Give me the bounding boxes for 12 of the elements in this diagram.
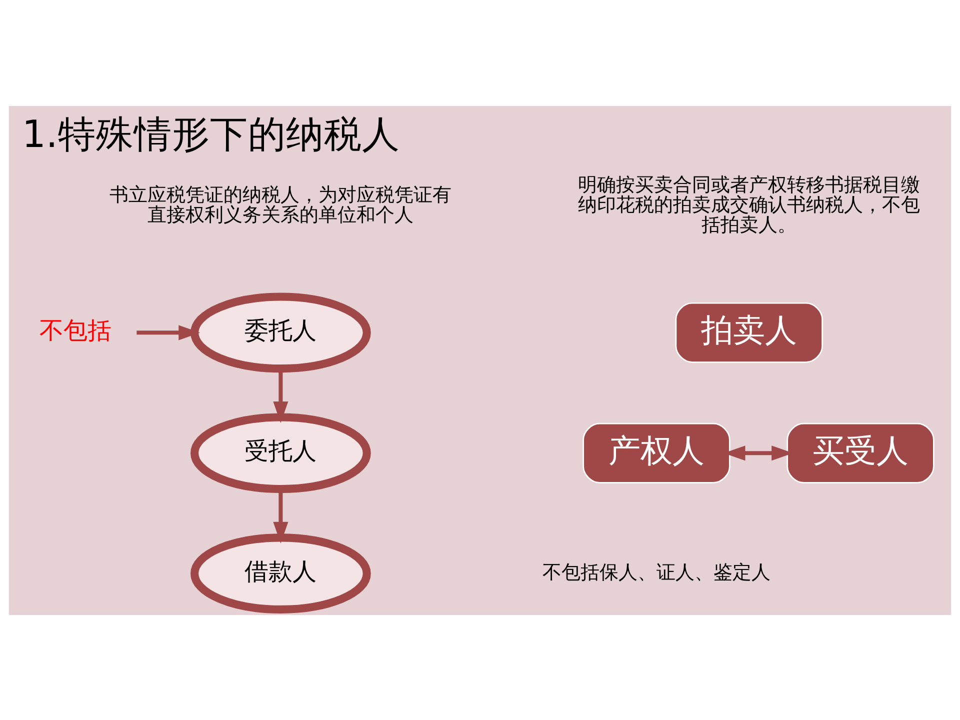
label: 不包括保人、证人、鉴定人 — [542, 562, 771, 584]
node-text: 不包括 — [39, 316, 112, 344]
node-ellipse: 委托人 — [190, 292, 371, 372]
diagram-title: 1.特殊情形下的纳税人 — [22, 111, 400, 156]
node-box: 产权人 — [582, 422, 730, 483]
label: 书立应税凭证的纳税人，为对应税凭证有直接权利义务关系的单位和个人 — [110, 184, 452, 226]
node-box: 买受人 — [786, 422, 934, 483]
label: 明确按买卖合同或者产权转移书据税目缴纳印花税的拍卖成交确认书纳税人，不包括拍卖人。 — [578, 174, 920, 236]
node-ellipse: 借款人 — [190, 533, 371, 613]
node-box: 拍卖人 — [675, 302, 823, 362]
arrow — [136, 324, 200, 340]
node-ellipse: 受托人 — [190, 412, 371, 493]
